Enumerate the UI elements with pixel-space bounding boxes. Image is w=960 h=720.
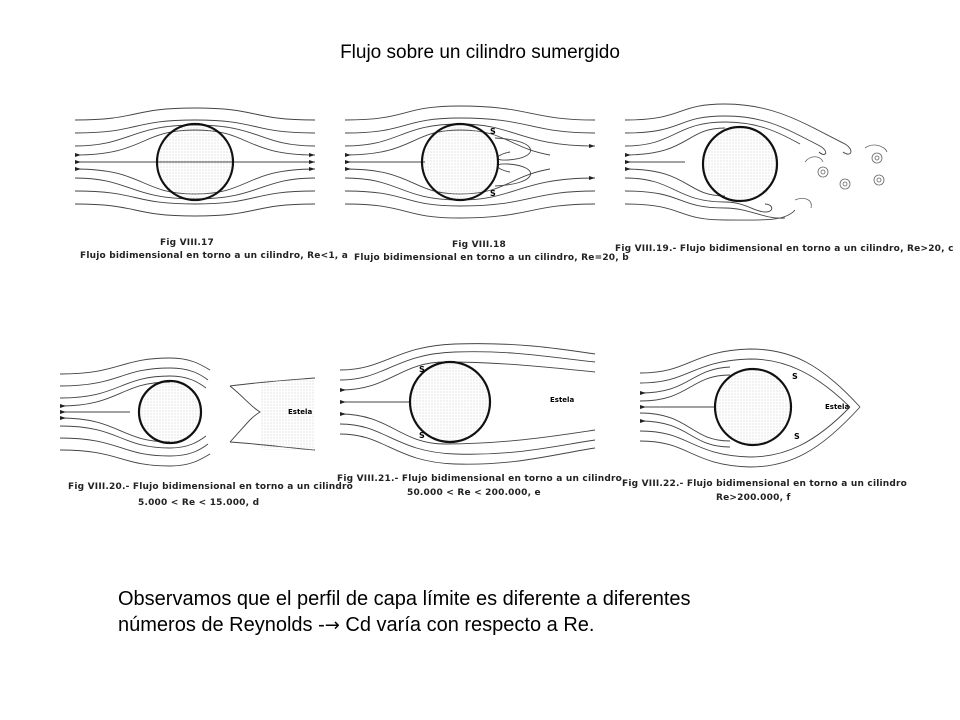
figure-caption-number: Fig VIII.18	[452, 240, 506, 250]
figure-caption-text: Fig VIII.20.- Flujo bidimensional en tor…	[68, 482, 354, 492]
vortex-street	[794, 144, 888, 209]
flow-diagram-re-lt-1	[74, 107, 316, 217]
conclusion-line-1: Observamos que el perfil de capa límite …	[118, 588, 691, 610]
figure-caption-range: 50.000 < Re < 200.000, e	[407, 488, 541, 498]
conclusion-line-2-start: números de Reynolds -	[118, 614, 325, 636]
figure-caption-range: 5.000 < Re < 15.000, d	[138, 498, 260, 508]
conclusion-text: Observamos que el perfil de capa límite …	[118, 586, 691, 639]
flow-diagram-re-gt-20	[624, 103, 888, 221]
separation-point-label: S	[419, 365, 425, 374]
figure-viii-18: S S Fig VIII.18 Flujo bidimensional en t…	[340, 100, 629, 263]
separation-point-label: S	[490, 189, 496, 198]
cylinder	[420, 122, 500, 202]
flow-diagram-re-5000-15000: Estela	[60, 357, 316, 467]
wake-label: Estela	[288, 408, 312, 416]
cylinder	[408, 360, 492, 444]
figure-caption-text: Flujo bidimensional en torno a un cilind…	[354, 253, 629, 263]
separation-point-label: S	[792, 372, 798, 381]
cylinder	[713, 367, 793, 447]
cylinder	[155, 122, 235, 202]
figure-caption-text: Flujo bidimensional en torno a un cilind…	[80, 251, 349, 261]
flow-diagram-re-50000-200000: S S Estela	[339, 343, 596, 465]
conclusion-line-2: números de Reynolds -→ Cd varía con resp…	[118, 612, 691, 639]
cylinder	[137, 379, 203, 445]
right-arrow-icon: →	[324, 615, 340, 636]
figure-caption-text: Fig VIII.22.- Flujo bidimensional en tor…	[622, 479, 908, 489]
separation-point-label: S	[490, 127, 496, 136]
slide-title: Flujo sobre un cilindro sumergido	[340, 42, 620, 63]
figure-viii-21: S S Estela Fig VIII.21.- Flujo bidimensi…	[335, 340, 622, 498]
figure-viii-19: Fig VIII.19.- Flujo bidimensional en tor…	[615, 100, 953, 254]
figure-caption-text: Fig VIII.21.- Flujo bidimensional en tor…	[337, 474, 623, 484]
figure-caption-range: Re>200.000, f	[716, 493, 791, 503]
figure-caption-number: Fig VIII.17	[160, 238, 214, 248]
figure-viii-20: Estela Fig VIII.20.- Flujo bidimensional…	[60, 350, 353, 508]
flow-diagram-re-20: S S	[344, 105, 596, 219]
wake-label: Estela	[550, 396, 574, 404]
separation-point-label: S	[419, 431, 425, 440]
flow-diagram-re-gt-200000: S S Estela	[639, 348, 861, 468]
conclusion-line-2-end: Cd varía con respecto a Re.	[339, 614, 595, 636]
figure-viii-17: Fig VIII.17 Flujo bidimensional en torno…	[70, 100, 348, 261]
wake-label: Estela	[825, 403, 849, 411]
cylinder	[701, 125, 779, 203]
figure-caption-text: Fig VIII.19.- Flujo bidimensional en tor…	[615, 244, 954, 254]
figure-viii-22: S S Estela Fig VIII.22.- Flujo bidimensi…	[620, 345, 907, 503]
separation-point-label: S	[794, 432, 800, 441]
